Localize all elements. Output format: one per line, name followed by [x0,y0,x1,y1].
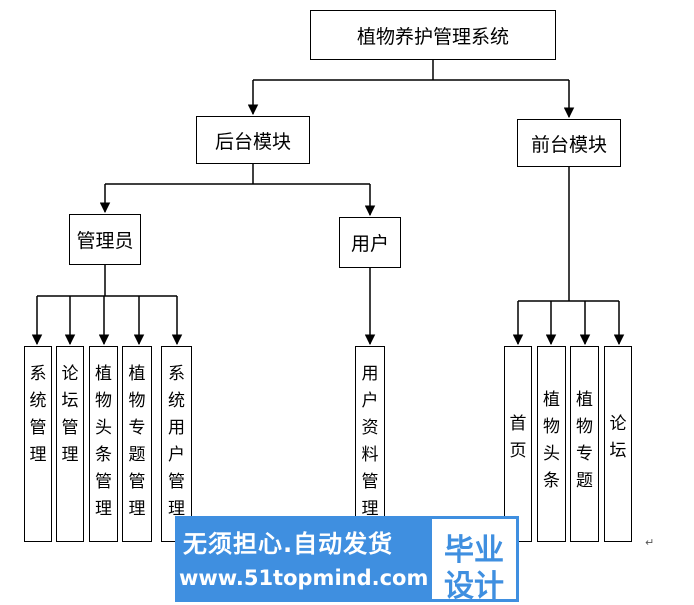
backend-module-node: 后台模块 [196,116,310,164]
watermark-left-panel: 无须担心.自动发货 www.51topmind.com [175,516,429,602]
admin-module-forum: 论坛管理 [56,346,84,542]
admin-node: 管理员 [69,214,141,265]
watermark-badge-line2: 设计 [444,569,504,604]
front-module-topics: 植物专题 [570,346,599,542]
admin-module-users: 系统用户管理 [161,346,192,542]
admin-module-label: 论坛管理 [61,364,79,465]
watermark-slogan: 无须担心.自动发货 [183,530,394,558]
user-node: 用户 [339,217,401,268]
front-module-home: 首页 [504,346,532,542]
root-node: 植物养护管理系统 [310,10,556,60]
admin-module-label: 系统用户管理 [168,364,185,519]
frontend-module-node: 前台模块 [517,119,621,167]
user-module-label: 用户资料管理 [361,364,379,519]
admin-module-label: 系统管理 [29,364,47,465]
front-module-label: 首页 [509,414,527,461]
admin-module-headlines: 植物头条管理 [89,346,118,542]
admin-module-system: 系统管理 [24,346,52,542]
front-module-label: 植物专题 [576,390,593,491]
front-module-label: 植物头条 [543,390,560,491]
watermark-banner: 无须担心.自动发货 www.51topmind.com 毕业 设计 [175,516,519,604]
admin-module-topics: 植物专题管理 [122,346,152,542]
front-module-label: 论坛 [609,414,627,461]
watermark-badge-line1: 毕业 [444,533,504,568]
front-module-forum: 论坛 [604,346,632,542]
watermark-badge: 毕业 设计 [429,516,519,604]
return-mark: ↵ [645,536,655,549]
watermark-url: www.51topmind.com [179,566,429,590]
user-module-profile: 用户资料管理 [355,346,385,542]
admin-module-label: 植物头条管理 [95,364,112,519]
front-module-headlines: 植物头条 [537,346,566,542]
admin-module-label: 植物专题管理 [128,364,146,519]
